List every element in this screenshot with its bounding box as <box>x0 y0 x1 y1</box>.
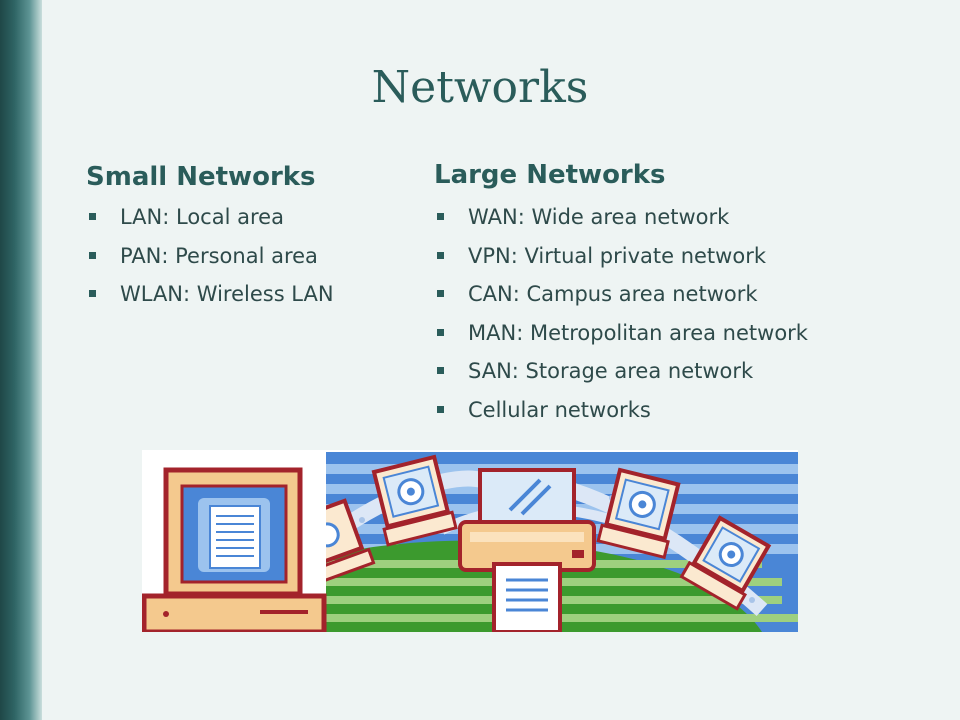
slide-title: Networks <box>371 62 589 113</box>
small-networks-list: LAN: Local area PAN: Personal area WLAN:… <box>86 198 406 314</box>
list-item-label: WLAN: Wireless LAN <box>120 282 334 306</box>
square-bullet-icon <box>437 405 444 413</box>
list-item-label: WAN: Wide area network <box>468 205 730 229</box>
square-bullet-icon <box>437 290 444 297</box>
list-item: CAN: Campus area network <box>434 275 934 314</box>
small-networks-heading: Small Networks <box>86 162 316 192</box>
small-networks-column: Small Networks LAN: Local area PAN: Pers… <box>86 162 406 314</box>
square-bullet-icon <box>89 251 96 259</box>
left-decorative-band <box>0 0 42 720</box>
list-item: VPN: Virtual private network <box>434 237 934 276</box>
square-bullet-icon <box>437 251 444 259</box>
list-item-label: PAN: Personal area <box>120 243 318 268</box>
square-bullet-icon <box>437 328 444 336</box>
list-item-label: Cellular networks <box>468 397 651 422</box>
list-item-label: LAN: Local area <box>120 205 284 229</box>
network-computers-clipart <box>142 450 798 632</box>
list-item: WLAN: Wireless LAN <box>86 275 406 314</box>
list-item-label: VPN: Virtual private network <box>468 243 766 268</box>
list-item: LAN: Local area <box>86 198 406 237</box>
square-bullet-icon <box>89 290 96 297</box>
square-bullet-icon <box>437 213 444 220</box>
large-networks-column: Large Networks WAN: Wide area network VP… <box>434 160 934 429</box>
list-item: Cellular networks <box>434 391 934 430</box>
list-item-label: SAN: Storage area network <box>468 359 754 383</box>
list-item-label: CAN: Campus area network <box>468 282 758 306</box>
list-item: MAN: Metropolitan area network <box>434 314 934 353</box>
list-item: SAN: Storage area network <box>434 352 934 391</box>
list-item: PAN: Personal area <box>86 237 406 276</box>
square-bullet-icon <box>89 213 96 220</box>
square-bullet-icon <box>437 367 444 374</box>
list-item-label: MAN: Metropolitan area network <box>468 320 808 345</box>
large-networks-heading: Large Networks <box>434 160 666 190</box>
list-item: WAN: Wide area network <box>434 198 934 237</box>
large-networks-list: WAN: Wide area network VPN: Virtual priv… <box>434 198 934 429</box>
